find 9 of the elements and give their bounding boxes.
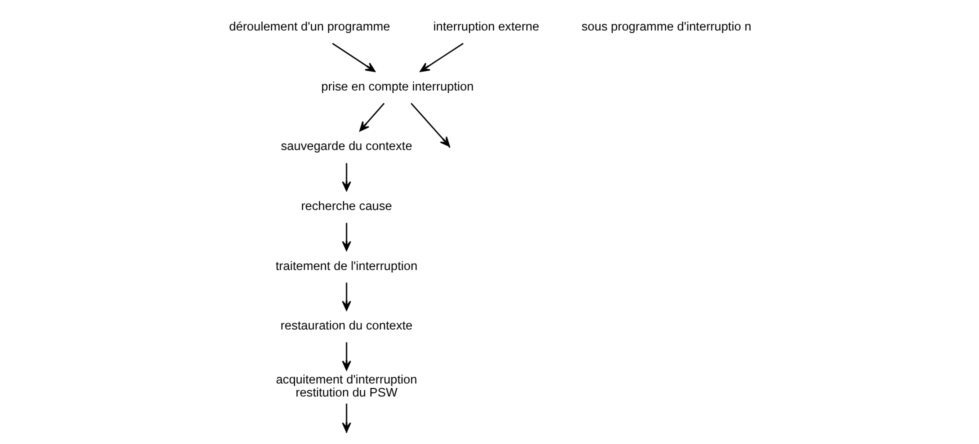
- node-text: déroulement d'un programme: [228, 20, 390, 34]
- node-text: restauration du contexte: [280, 318, 412, 333]
- node-text: prise en compte interruption: [320, 79, 474, 94]
- node-text: acquitement d'interruption restitution du PSW: [275, 372, 417, 400]
- node-text: traitement de l'interruption: [275, 258, 417, 273]
- node-text: interruption externe: [432, 20, 539, 34]
- node-text: recherche cause: [300, 198, 392, 213]
- label: sous programme d'interruptio n: [581, 20, 751, 34]
- node-text: sauvegarde du contexte: [280, 139, 412, 154]
